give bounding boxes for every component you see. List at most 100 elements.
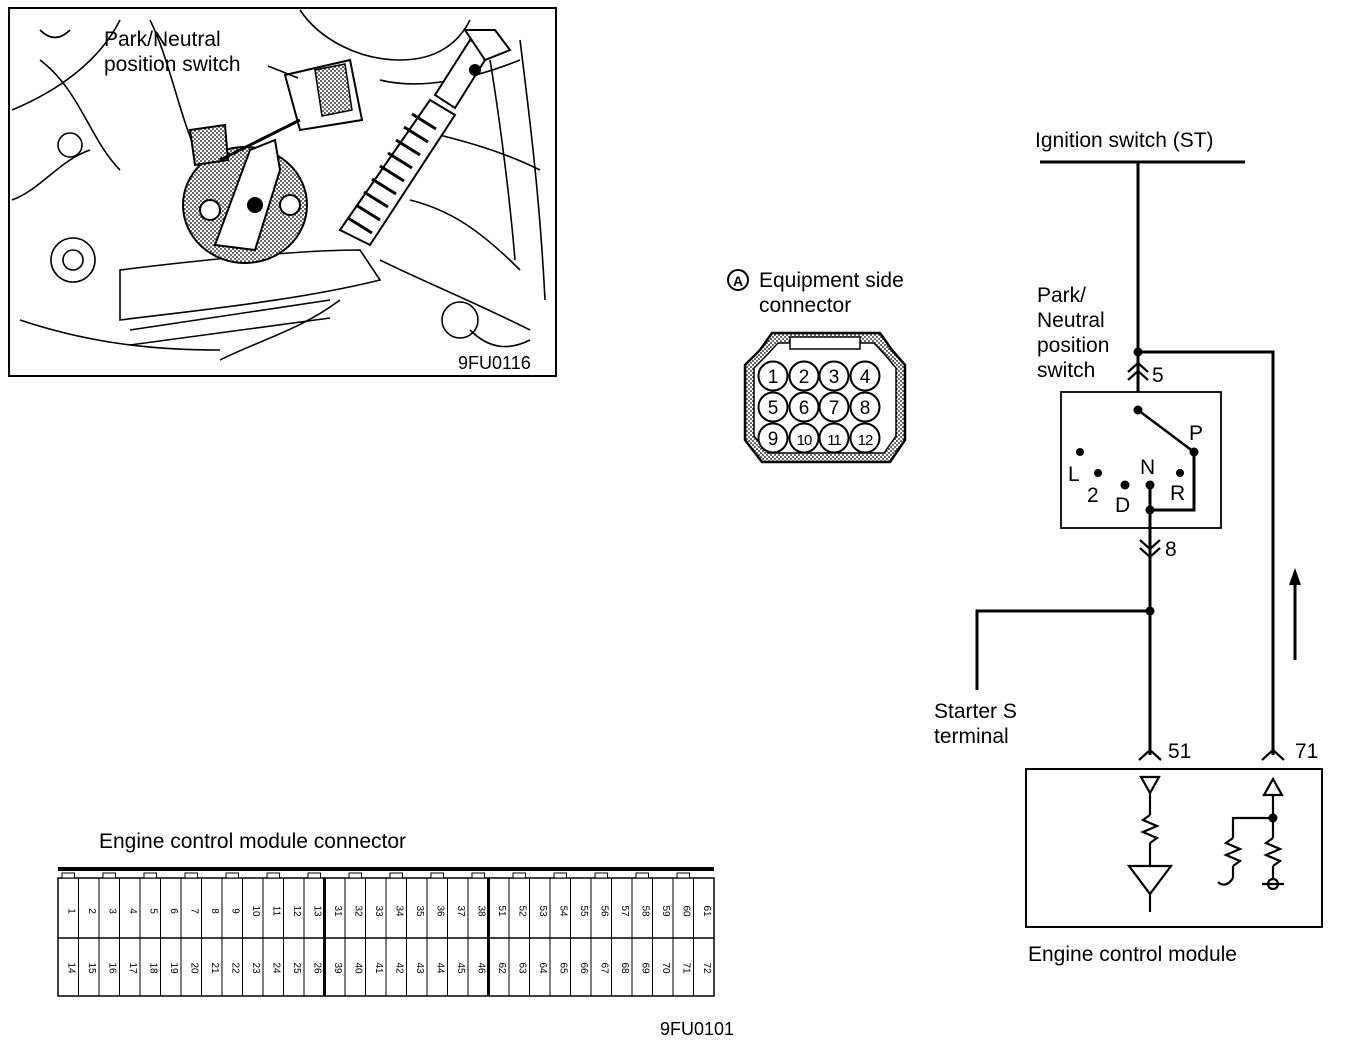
ecm-pin-number: 26 <box>311 962 322 974</box>
ecm-pin-number: 37 <box>455 905 466 917</box>
ecm-pin-number: 57 <box>619 905 630 917</box>
switch-arm <box>1137 409 1195 453</box>
ecm-latch-notch <box>594 872 608 879</box>
ecm-pin-number: 14 <box>65 962 76 974</box>
ecm-pin-number: 58 <box>639 905 650 917</box>
engine-control-module-box <box>1025 768 1323 928</box>
ecm-pin-number: 1 <box>65 908 76 914</box>
connector-pin-number: 12 <box>858 432 873 449</box>
ecm-pin-number: 46 <box>475 962 486 974</box>
connector-pin-number: 9 <box>768 429 779 450</box>
ecm-pin-number: 11 <box>270 906 281 917</box>
ecm-pin-number: 7 <box>188 908 199 914</box>
ecm-pin-number: 3 <box>106 908 117 914</box>
ecm-pin-number: 67 <box>598 962 609 974</box>
ecm-pin-number: 68 <box>619 962 630 974</box>
ecm-label: Engine control module <box>1028 943 1237 966</box>
connector-pin-number: 10 <box>797 432 812 449</box>
ecm-latch-notch <box>389 872 403 879</box>
ecm-pin-number: 71 <box>680 962 691 974</box>
connector-pin <box>818 391 850 423</box>
terminal-8-label: 8 <box>1165 538 1177 561</box>
component-location-illustration: Park/Neutral position switch 9FU0116 <box>8 7 557 377</box>
ecm-pin-number: 56 <box>598 905 609 917</box>
junction-dot-pn <box>1145 505 1155 515</box>
circuit-schematic: Ignition switch (ST) Park/ Neutral posit… <box>934 129 1323 966</box>
ecm-pin-number: 34 <box>393 905 404 917</box>
ecm-latch-notch <box>348 872 362 879</box>
callout-label-line1: Park/Neutral <box>104 28 221 51</box>
equipment-connector-title-line2: connector <box>759 294 851 317</box>
ecm-pin-number: 15 <box>86 962 97 974</box>
ecm-pin-number: 35 <box>414 905 425 917</box>
contact-l <box>1076 448 1084 456</box>
ecm-latch-notch <box>266 872 280 879</box>
position-n: N <box>1140 456 1155 479</box>
ecm-pin-number: 20 <box>188 962 199 974</box>
ecm-pin-number: 9 <box>229 908 240 914</box>
junction-dot-ecm <box>1268 813 1278 823</box>
connector-pin-number: 6 <box>799 398 810 419</box>
ecm-pin-number: 43 <box>414 962 425 974</box>
ecm-pin-number: 23 <box>250 962 261 974</box>
current-direction-arrow <box>1289 568 1301 660</box>
position-l: L <box>1068 463 1080 486</box>
ecm-pin-number: 65 <box>557 962 568 974</box>
connector-pin <box>818 360 850 392</box>
switch-connector <box>219 58 364 162</box>
starter-label-line2: terminal <box>934 725 1009 748</box>
ecm-pin-number: 2 <box>86 908 97 914</box>
position-r: R <box>1170 482 1185 505</box>
ecm-pin-number: 69 <box>639 962 650 974</box>
ignition-switch-label: Ignition switch (ST) <box>1035 129 1214 152</box>
connector-latch <box>789 336 861 350</box>
ecm-pin-number: 63 <box>516 962 527 974</box>
switch-label-line2: Neutral <box>1037 309 1105 332</box>
ecm-latch-notch <box>61 872 75 879</box>
terminal-71-label: 71 <box>1295 740 1318 763</box>
ecm-pin-number: 55 <box>578 905 589 917</box>
contact-2 <box>1094 469 1102 477</box>
ecm-pin-number: 33 <box>373 905 384 917</box>
ecm-pin-number: 41 <box>373 962 384 974</box>
ecm-pin-number: 59 <box>660 905 671 917</box>
ecm-pin-number: 66 <box>578 962 589 974</box>
shift-cable-boot <box>338 29 512 247</box>
ecm-pin-number: 53 <box>537 905 548 917</box>
wire-p-contact <box>1150 452 1196 512</box>
ecm-pin-number: 6 <box>168 908 179 914</box>
ecm-pin-number: 5 <box>147 908 158 914</box>
terminal-5-label: 5 <box>1152 364 1164 387</box>
ecm-latch-notch <box>512 872 526 879</box>
photo-figure-code: 9FU0116 <box>458 353 531 373</box>
contact-r <box>1176 469 1184 477</box>
callout-leader <box>267 65 299 79</box>
connector-pin <box>757 360 789 392</box>
ecm-latch-notch <box>225 872 239 879</box>
ecm-pin-number: 45 <box>455 962 466 974</box>
connector-pin <box>757 391 789 423</box>
callout-label-line2: position switch <box>104 53 241 76</box>
ecm-pin-number: 8 <box>209 908 220 914</box>
ecm-pin-number: 52 <box>516 905 527 917</box>
ecm-pin-number: 32 <box>352 905 363 917</box>
ecm-latch-notch <box>430 872 444 879</box>
ecm-latch-notch <box>471 872 485 879</box>
ecm-latch-notch <box>676 872 690 879</box>
connector-pin-number: 3 <box>829 367 840 388</box>
contact-d <box>1120 480 1130 490</box>
ecm-pin-number: 42 <box>393 962 404 974</box>
switch-label-line3: position <box>1037 334 1109 357</box>
ecm-latch-notch <box>102 872 116 879</box>
marker-letter: A <box>733 273 743 289</box>
ecm-latch-notch <box>307 872 321 879</box>
ecm-pin-number: 10 <box>250 905 261 917</box>
ecm-pin-number: 38 <box>475 905 486 917</box>
connector-pin-number: 11 <box>827 432 841 449</box>
wire-to-ecm-71 <box>1138 350 1275 755</box>
ecm-figure-code: 9FU0101 <box>660 1019 734 1039</box>
connector-pin <box>849 360 881 392</box>
connector-pin <box>757 422 789 454</box>
ecm-pin-number: 39 <box>332 962 343 974</box>
